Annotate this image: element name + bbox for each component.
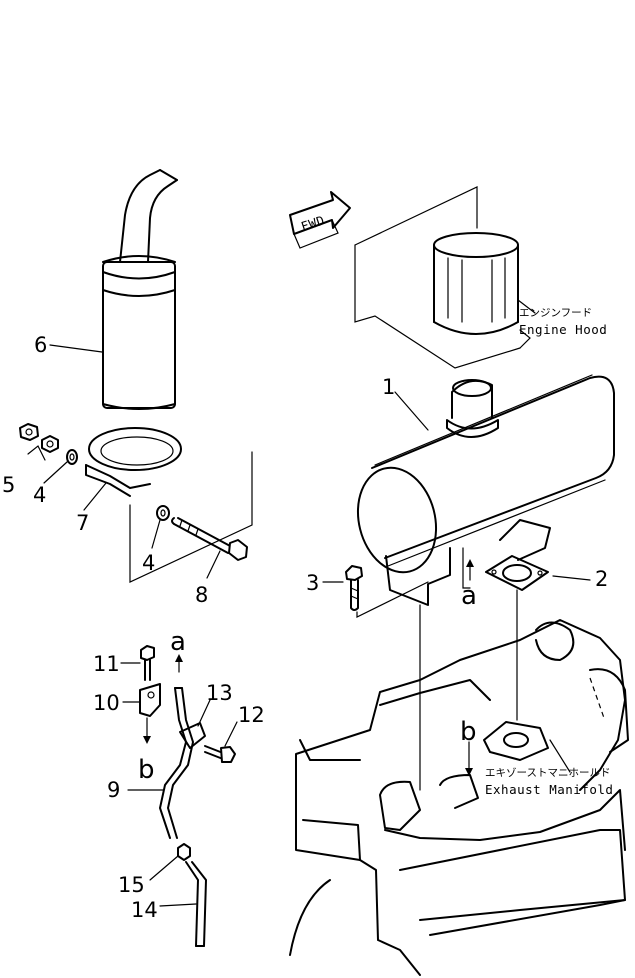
exhaust-manifold-caption: エキゾーストマニホールド Exhaust Manifold <box>485 739 613 797</box>
callout-13: 13 <box>206 681 233 705</box>
connector-b-bottom-label: b <box>138 755 155 785</box>
exhaust-manifold-label-jp: エキゾーストマニホールド <box>485 767 610 779</box>
part-11-bolt <box>140 645 155 681</box>
part-4-washer-lower <box>156 505 170 521</box>
callout-4-lower: 4 <box>142 551 155 575</box>
fwd-arrow-icon: FWD <box>289 191 351 249</box>
callout-9: 9 <box>107 778 120 802</box>
callout-15: 15 <box>118 873 145 897</box>
callout-1: 1 <box>382 375 395 399</box>
engine-hood-reference <box>354 186 531 369</box>
engine-hood-label-jp: エンジンフード <box>519 307 592 319</box>
part-13-clip <box>179 722 206 749</box>
part-3-leader-bracket <box>356 581 429 618</box>
part-1-muffler <box>356 374 615 606</box>
callout-5: 5 <box>2 473 15 497</box>
callout-11: 11 <box>93 652 120 676</box>
callout-2: 2 <box>595 567 608 591</box>
callout-leaders <box>27 344 591 907</box>
connector-a-bottom-arrow-icon <box>466 559 474 581</box>
connector-b-top-arrow-icon <box>143 717 151 744</box>
callout-10: 10 <box>93 691 120 715</box>
engine-hood-caption: エンジンフード Engine Hood <box>517 299 607 337</box>
callout-14: 14 <box>131 898 158 922</box>
exhaust-manifold-assembly <box>289 589 629 976</box>
part-3-bolt <box>345 565 363 611</box>
connector-a-top-arrow-icon <box>175 654 183 673</box>
fwd-label: FWD <box>299 212 327 234</box>
callout-6: 6 <box>34 333 47 357</box>
connector-b-bottom-arrow-icon <box>465 741 473 776</box>
part-7-clamp-band <box>85 427 182 497</box>
callout-3: 3 <box>306 571 319 595</box>
connector-a-top: a <box>170 627 186 657</box>
callout-8: 8 <box>195 583 208 607</box>
callout-7: 7 <box>76 511 89 535</box>
part-8-bolt <box>171 517 248 561</box>
part-15-clamp <box>177 843 191 861</box>
connector-b-top: b <box>460 717 477 747</box>
callout-4-upper: 4 <box>33 483 46 507</box>
connector-a-bottom-label: a <box>461 581 477 611</box>
part-6-stack-pipe <box>102 169 178 410</box>
part-9-drain-pipe <box>159 687 194 839</box>
part-4-washer-upper <box>66 449 78 465</box>
assembly-bracket-line <box>129 451 253 583</box>
part-2-gasket <box>485 555 549 591</box>
part-5-nuts <box>19 423 59 453</box>
part-14-hose <box>185 861 207 947</box>
part-10-bracket <box>139 683 161 717</box>
part-12-bolt <box>204 745 236 763</box>
exhaust-manifold-label-en: Exhaust Manifold <box>485 782 613 797</box>
callout-12: 12 <box>238 703 265 727</box>
engine-hood-label-en: Engine Hood <box>519 322 607 337</box>
